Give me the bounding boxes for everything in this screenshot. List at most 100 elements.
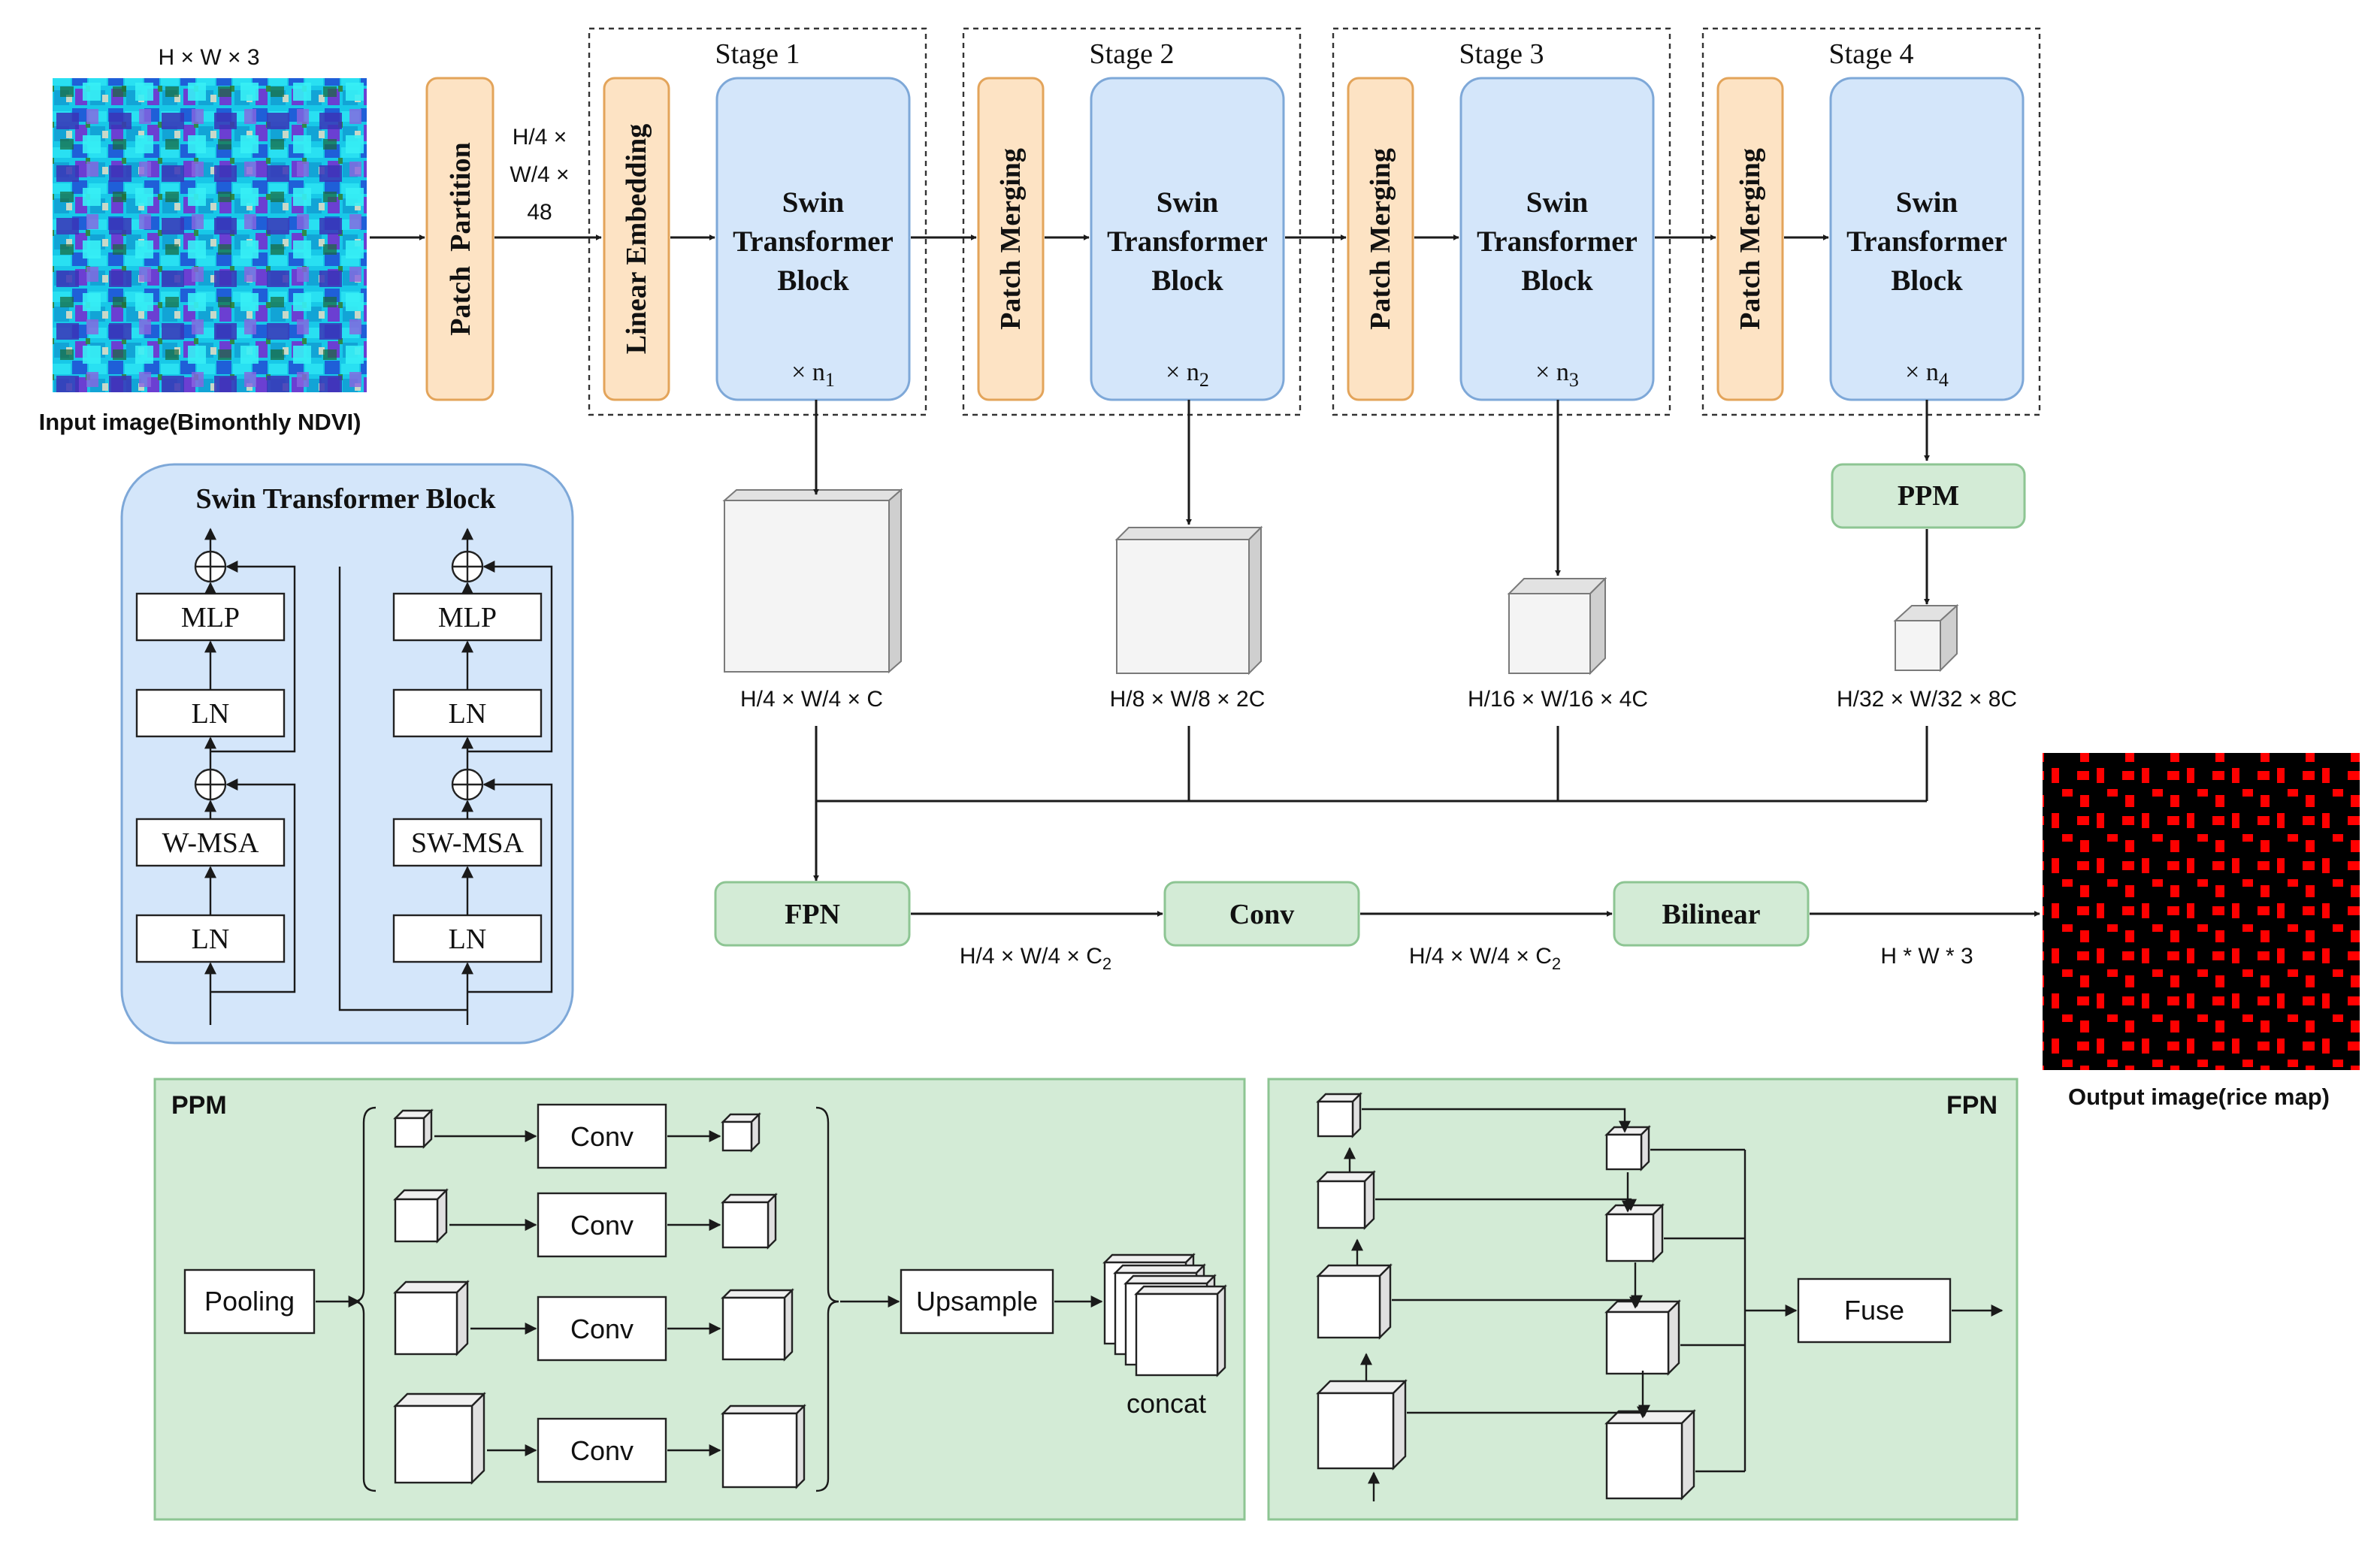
stage-swin-block-label: Block bbox=[1891, 265, 1963, 297]
input-caption: Input image(Bimonthly NDVI) bbox=[39, 409, 361, 435]
stage-frame bbox=[588, 27, 927, 416]
ppm-conv-box bbox=[537, 1192, 667, 1258]
ppm-label: PPM bbox=[1898, 480, 1959, 512]
right-brace bbox=[815, 1106, 839, 1492]
stage-swin-block-label: Swin bbox=[782, 186, 845, 219]
swin-detail-label: LN bbox=[192, 698, 230, 730]
input-image-group: H × W × 3 Input image(Bimonthly NDVI) bbox=[39, 45, 367, 435]
feature-dims-3: H/16 × W/16 × 4C bbox=[1468, 687, 1648, 712]
output-rice-map bbox=[2043, 753, 2360, 1070]
stage-repeat-count: × n1 bbox=[791, 358, 835, 391]
concat-label: concat bbox=[1126, 1388, 1206, 1419]
ppm-pooled-cube bbox=[393, 1188, 449, 1244]
stage-swin-block-label: Transformer bbox=[1107, 225, 1268, 258]
stage-frame bbox=[1332, 27, 1671, 416]
ppm-conv-cube bbox=[721, 1112, 761, 1153]
decoder-dim-1: H/4 × W/4 × C2 bbox=[960, 944, 1111, 973]
stage-title: Stage 4 bbox=[1829, 38, 1914, 70]
stage-first-block-label: Patch Merging bbox=[1365, 148, 1396, 330]
decoder-dim-2: H/4 × W/4 × C2 bbox=[1409, 944, 1561, 973]
swin-detail-label: MLP bbox=[181, 602, 240, 633]
feature-dims-4: H/32 × W/32 × 8C bbox=[1837, 687, 2017, 712]
fpn-bottomup-cube bbox=[1316, 1092, 1362, 1138]
stage-first-block bbox=[1347, 77, 1414, 401]
swin-detail-label: LN bbox=[449, 698, 487, 730]
swin-detail-label: MLP bbox=[438, 602, 497, 633]
stage-repeat-count: × n4 bbox=[1905, 358, 1949, 391]
pooling-box bbox=[183, 1268, 316, 1335]
stage-repeat-count: × n2 bbox=[1166, 358, 1209, 391]
stage-first-block bbox=[603, 77, 670, 401]
feature-dims-1: H/4 × W/4 × C bbox=[740, 687, 883, 712]
fpn-topdown-cube bbox=[1604, 1125, 1651, 1172]
fpn-panel-title: FPN bbox=[1946, 1091, 1997, 1120]
swin-detail-box bbox=[135, 592, 286, 642]
ppm-conv-box bbox=[537, 1296, 667, 1362]
stage-first-block-label: Patch Merging bbox=[995, 148, 1027, 330]
swin-detail-box bbox=[135, 914, 286, 963]
ppm-conv-label: Conv bbox=[570, 1435, 634, 1466]
stage-swin-block-label: Swin bbox=[1896, 186, 1958, 219]
patch-partition-label: Patch Partition bbox=[445, 142, 476, 336]
fpn-block: FPN bbox=[714, 881, 911, 947]
stage-swin-block-label: Block bbox=[1151, 265, 1223, 297]
stage-first-block bbox=[977, 77, 1045, 401]
ppm-conv-label: Conv bbox=[570, 1210, 634, 1241]
swin-detail-label: SW-MSA bbox=[411, 827, 524, 859]
stage-swin-block-label: Transformer bbox=[1846, 225, 2007, 258]
stage-repeat-count: × n3 bbox=[1535, 358, 1579, 391]
partition-dims-3: 48 bbox=[527, 200, 552, 225]
stage-frame bbox=[1701, 27, 2041, 416]
ppm-conv-label: Conv bbox=[570, 1121, 634, 1152]
stage-first-block bbox=[1716, 77, 1784, 401]
partition-dims-1: H/4 × bbox=[513, 125, 567, 150]
stage-swin-block-label: Block bbox=[1521, 265, 1593, 297]
stage-swin-block-label: Transformer bbox=[733, 225, 894, 258]
fpn-bottomup-cube bbox=[1316, 1379, 1408, 1471]
ppm-conv-box bbox=[537, 1103, 667, 1169]
swin-detail-label: LN bbox=[449, 924, 487, 955]
ppm-conv-box bbox=[537, 1417, 667, 1483]
fpn-topdown-cube bbox=[1604, 1299, 1681, 1376]
ppm-pooled-cube bbox=[393, 1392, 486, 1485]
stage-first-block-label: Linear Embedding bbox=[621, 124, 652, 355]
swin-detail-box bbox=[392, 818, 543, 867]
feature-map-3 bbox=[1507, 576, 1607, 676]
feature-dims-2: H/8 × W/8 × 2C bbox=[1110, 687, 1266, 712]
ppm-panel-title: PPM bbox=[171, 1091, 227, 1120]
stage-swin-block-label: Swin bbox=[1157, 186, 1219, 219]
fpn-bottomup-cube bbox=[1316, 1263, 1393, 1340]
conv-block: Conv bbox=[1163, 881, 1360, 947]
ppm-conv-cube bbox=[721, 1288, 794, 1362]
ppm-conv-cube bbox=[721, 1193, 778, 1250]
feature-map-2 bbox=[1114, 525, 1263, 676]
bilinear-block: Bilinear bbox=[1613, 881, 1810, 947]
swin-block-title: Swin Transformer Block bbox=[195, 483, 496, 515]
feature-map-4 bbox=[1893, 603, 1959, 673]
swin-block-detail: Swin Transformer Block MLPLNW-MSALNMLPLN… bbox=[120, 463, 574, 1045]
swin-detail-box bbox=[392, 914, 543, 963]
stage-title: Stage 2 bbox=[1090, 38, 1175, 70]
stage-swin-block bbox=[1090, 77, 1285, 401]
stage-title: Stage 3 bbox=[1459, 38, 1544, 70]
pooling-label: Pooling bbox=[204, 1286, 295, 1317]
ppm-pooled-cube bbox=[393, 1280, 470, 1356]
upsample-label: Upsample bbox=[916, 1286, 1038, 1317]
decoder-dim-3: H * W * 3 bbox=[1880, 944, 1973, 969]
bilinear-label: Bilinear bbox=[1662, 899, 1761, 930]
stage-2: Stage 2 Patch Merging SwinTransformerBlock… bbox=[962, 27, 1347, 416]
fuse-box bbox=[1797, 1277, 1952, 1344]
ppm-block: PPM bbox=[1831, 463, 2026, 529]
swin-detail-box bbox=[392, 688, 543, 738]
ppm-pooled-cube bbox=[393, 1108, 434, 1149]
patch-partition-block: Patch Partition bbox=[425, 77, 494, 401]
stage-swin-block-label: Swin bbox=[1526, 186, 1589, 219]
left-brace bbox=[352, 1106, 377, 1492]
swin-detail-label: LN bbox=[192, 924, 230, 955]
upsample-box bbox=[900, 1268, 1054, 1335]
stage-frame bbox=[962, 27, 1302, 416]
swin-detail-box bbox=[392, 592, 543, 642]
